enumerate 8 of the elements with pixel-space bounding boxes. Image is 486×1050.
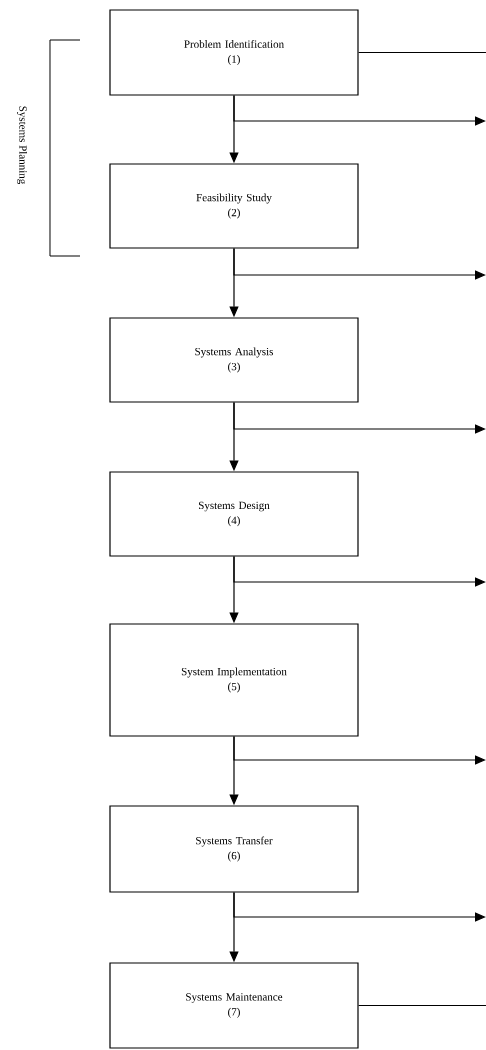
side-label: Systems Planning [17, 106, 27, 185]
process-box: Feasibility Study (2) [109, 163, 359, 249]
process-box: Systems Analysis (3) [109, 317, 359, 403]
process-box: System Implementation (5) [109, 623, 359, 737]
process-box: Systems Maintenance (7) [109, 962, 359, 1049]
process-box: Problem Identification (1) [109, 9, 359, 96]
process-box: Systems Design (4) [109, 471, 359, 557]
process-box: Systems Transfer (6) [109, 805, 359, 893]
